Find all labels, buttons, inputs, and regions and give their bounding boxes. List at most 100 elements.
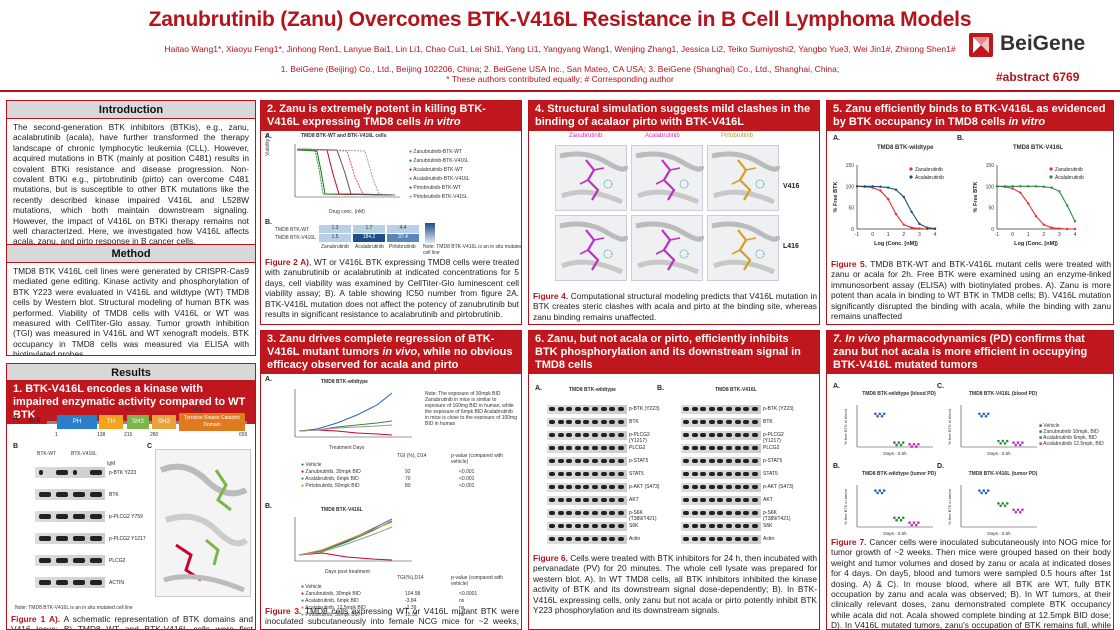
blot-band bbox=[743, 537, 750, 541]
blot-band bbox=[743, 485, 750, 489]
blot-band bbox=[574, 485, 581, 489]
figure-7-caption: Figure 7. Cancer cells were inoculated s… bbox=[831, 537, 1111, 629]
data-point bbox=[1012, 508, 1015, 512]
figure-2-caption-text: , WT or V416L BTK expressing TMD8 cells … bbox=[265, 257, 520, 320]
blot-band bbox=[549, 446, 555, 450]
data-point bbox=[1050, 226, 1053, 229]
logo-text: BeiGene bbox=[1000, 32, 1086, 55]
panel-c-label: C. bbox=[937, 383, 944, 390]
tgi-value: 70 bbox=[405, 476, 411, 482]
panel-a-label: A. bbox=[265, 376, 272, 383]
blot-band bbox=[717, 524, 724, 528]
x-tick-label: 1 bbox=[887, 232, 890, 238]
blot-band bbox=[683, 511, 689, 515]
y-tick-label: 100 bbox=[846, 184, 855, 190]
blot-band bbox=[592, 524, 598, 528]
blot-band bbox=[583, 446, 590, 450]
viability-chart bbox=[294, 144, 400, 198]
blot-band bbox=[574, 407, 581, 411]
blot-strip bbox=[681, 483, 761, 492]
blot-band bbox=[726, 524, 732, 528]
tgi-row-label: ● Pirtobrutinib, 50mpk BID bbox=[301, 612, 396, 618]
legend-marker bbox=[909, 167, 913, 171]
tgi-pvalue: ns bbox=[459, 598, 465, 604]
blot-label: BTK bbox=[629, 419, 639, 425]
legend-marker bbox=[909, 175, 913, 179]
blot-label: STAT5 bbox=[629, 471, 644, 477]
blot-band bbox=[700, 446, 707, 450]
data-point bbox=[880, 414, 884, 418]
blot-strip bbox=[547, 522, 627, 531]
tgi-row-label: ● Vehicle bbox=[301, 462, 396, 468]
blot-band bbox=[617, 459, 624, 463]
blot-band bbox=[683, 433, 689, 437]
viability-chart-title: TMD8 BTK-WT and BTK-V416L cells bbox=[301, 133, 387, 139]
drug-label: Zanubrutinib bbox=[569, 133, 603, 139]
section-6: 6. Zanu, but not acala or pirto, efficie… bbox=[528, 330, 820, 630]
blot-label: PLCG2 bbox=[629, 445, 646, 451]
y-tick-label: 0 bbox=[991, 227, 994, 233]
series-marker: ● bbox=[301, 483, 306, 489]
tgi-row-label: ● Vehicle bbox=[301, 584, 396, 590]
figure-5-caption-text: TMD8 BTK-WT and BTK-V416L mutant cells w… bbox=[831, 259, 1111, 322]
blot-band bbox=[73, 558, 85, 563]
tumor-chart-a-title: TMD8 BTK-wildtype bbox=[321, 379, 368, 385]
blot-band bbox=[691, 524, 698, 528]
tgi-row-label: ● Acalabrutinib, 6mpk BID bbox=[301, 598, 396, 604]
blot-label: S6K bbox=[763, 523, 773, 529]
blot-band bbox=[600, 446, 607, 450]
blot-band bbox=[56, 558, 68, 563]
pos-280: 280 bbox=[150, 432, 159, 438]
blot-band bbox=[734, 433, 741, 437]
data-point bbox=[1027, 202, 1030, 205]
structure-image bbox=[159, 463, 249, 593]
y-tick-label: 150 bbox=[986, 163, 995, 169]
author-list: Haitao Wang1*, Xiaoyu Feng1*, Jinhong Re… bbox=[164, 44, 956, 54]
blot-band bbox=[751, 407, 758, 411]
blot-strip bbox=[547, 483, 627, 492]
blot-strip bbox=[35, 533, 105, 544]
figure-1-caption-text: A schematic representation of BTK domain… bbox=[11, 614, 253, 630]
method-section: Method TMD8 BTK V416L cell lines were ge… bbox=[6, 244, 256, 356]
legend-label: Zanubrutinib bbox=[1055, 167, 1083, 173]
occupancy-b-title: TMD8 BTK-V416L bbox=[1013, 145, 1064, 151]
blot-band bbox=[683, 446, 689, 450]
structure-model bbox=[555, 215, 629, 281]
data-point bbox=[1058, 227, 1061, 230]
blot-label: p-BTK Y223 bbox=[109, 470, 137, 476]
ic50-cell: 184.2 bbox=[353, 234, 385, 242]
blot-band bbox=[691, 537, 698, 541]
blot-band bbox=[39, 470, 43, 475]
affiliations: 1. BeiGene (Beijing) Co., Ltd., Beijing … bbox=[0, 64, 1120, 84]
blot-band bbox=[600, 498, 607, 502]
blot-band bbox=[743, 472, 750, 476]
blot-band bbox=[609, 524, 616, 528]
blot-label: p-STAT5 bbox=[629, 458, 649, 464]
x-tick-label: 4 bbox=[934, 232, 937, 238]
blot-band bbox=[751, 446, 758, 450]
row-label: TMD8 BTK-WT bbox=[275, 227, 310, 233]
y-tick-label: 100 bbox=[986, 184, 995, 190]
pd-scatter-plot: Day5 - 0.5h% free BTK in blood bbox=[947, 405, 1037, 456]
blot-band bbox=[56, 470, 68, 475]
blot-band bbox=[726, 498, 732, 502]
blot-band bbox=[583, 407, 590, 411]
blot-band bbox=[708, 407, 715, 411]
viability-xlabel: Drug conc. (nM) bbox=[329, 209, 365, 215]
blot-band bbox=[583, 485, 590, 489]
series-name: Vehicle bbox=[305, 462, 322, 468]
data-point bbox=[1027, 185, 1030, 188]
method-heading: Method bbox=[6, 244, 256, 262]
viability-legend: ● Zanubrutinib-BTK-WT ● Zanubrutinib-BTK… bbox=[409, 149, 519, 200]
data-point bbox=[995, 185, 999, 188]
blot-band bbox=[583, 498, 590, 502]
blot-band bbox=[683, 537, 689, 541]
blot-band bbox=[683, 459, 689, 463]
blot-band bbox=[549, 433, 555, 437]
blot-band bbox=[583, 459, 590, 463]
blot-band bbox=[708, 446, 715, 450]
blot-band bbox=[691, 433, 698, 437]
blot-strip bbox=[547, 535, 627, 544]
section-2: 2. Zanu is extremely potent in killing B… bbox=[260, 100, 522, 325]
